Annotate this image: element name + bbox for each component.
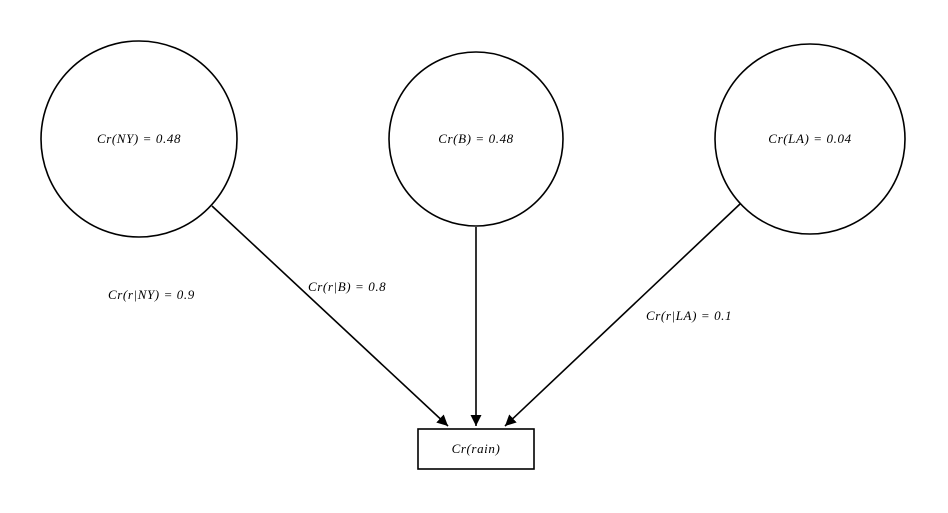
node-b: Cr(B) = 0.48 [388,51,564,227]
node-label-rain: Cr(rain) [452,441,501,456]
edge-ny-to-rain: Cr(r|NY) = 0.9 [108,205,449,427]
edge-la-to-rain: Cr(r|LA) = 0.1 [504,203,741,427]
node-label-b: Cr(B) = 0.48 [438,131,514,146]
edge-b-to-rain: Cr(r|B) = 0.8 [308,227,482,426]
node-circle [388,51,564,227]
node-label-la: Cr(LA) = 0.04 [768,131,851,146]
edge-label-ny: Cr(r|NY) = 0.9 [108,287,195,302]
edge-label-b: Cr(r|B) = 0.8 [308,279,386,294]
edge-line [504,203,741,427]
node-box [417,428,535,470]
edge-label-la: Cr(r|LA) = 0.1 [646,308,732,323]
node-label-ny: Cr(NY) = 0.48 [97,131,181,146]
edge-line [211,205,449,427]
node-ny: Cr(NY) = 0.48 [40,40,238,238]
node-circle [40,40,238,238]
node-circle [714,43,906,235]
node-rain: Cr(rain) [417,428,535,470]
node-la: Cr(LA) = 0.04 [714,43,906,235]
